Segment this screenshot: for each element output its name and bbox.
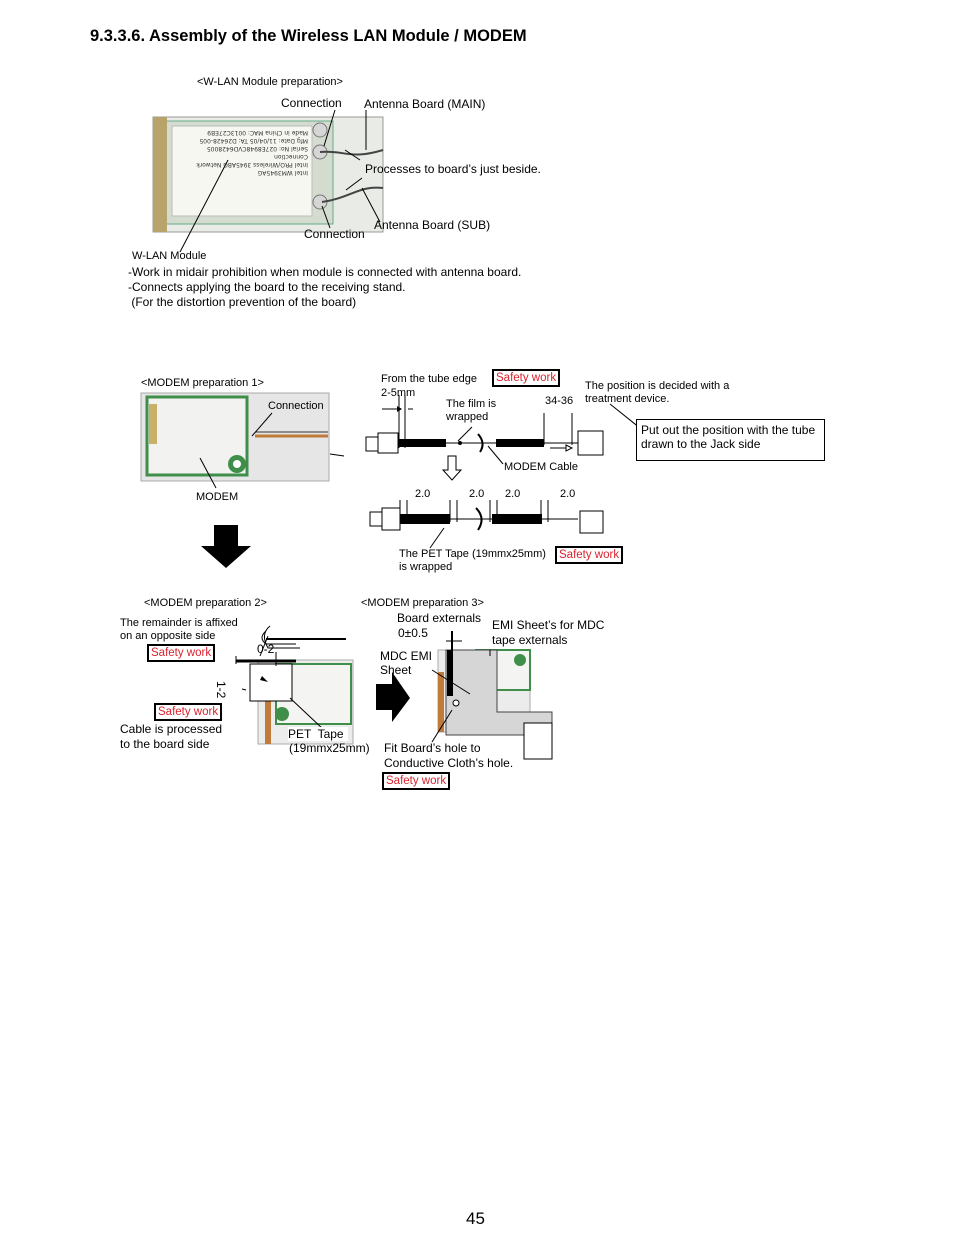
modem1-modem-cable: MODEM Cable xyxy=(504,461,578,473)
modem3-tolerance: 0±0.5 xyxy=(398,626,428,640)
page-number: 45 xyxy=(466,1209,485,1228)
wlan-note-1: -Work in midair prohibition when module … xyxy=(128,265,522,279)
modem2-remainder-2: on an opposite side xyxy=(120,630,216,642)
modem2-cable-processed-2: to the board side xyxy=(120,737,210,751)
modem1-modem-label: MODEM xyxy=(196,491,239,503)
modem3-mdc-emi-2: Sheet xyxy=(380,663,412,677)
wlan-module-photo xyxy=(152,116,384,233)
modem1-dim-c: 2.0 xyxy=(505,488,521,500)
modem1-pet-tape-2: is wrapped xyxy=(399,561,453,573)
wlan-card-line: Intel PRO/Wireless 3945ABG Network Conne… xyxy=(196,153,308,168)
safety-work-badge: Safety work xyxy=(492,369,561,387)
wlan-note-3: (For the distortion prevention of the bo… xyxy=(128,295,357,309)
modem2-dim-0-2: 0-2 xyxy=(257,642,275,656)
right-arrow xyxy=(376,672,410,722)
wlan-connection-top: Connection xyxy=(281,96,342,110)
modem1-heading: <MODEM preparation 1> xyxy=(141,377,264,389)
wlan-heading: <W-LAN Module preparation> xyxy=(197,76,343,88)
wlan-processes: Processes to board’s just beside. xyxy=(365,162,541,176)
modem1-dim-2-5: 2-5mm xyxy=(381,387,416,399)
wlan-connection-bottom: Connection xyxy=(304,227,365,241)
modem3-mdc-emi-1: MDC EMI xyxy=(380,649,432,663)
tube-diagram-1 xyxy=(365,395,641,465)
modem1-from-tube-edge: From the tube edge xyxy=(381,373,478,385)
modem2-heading: <MODEM preparation 2> xyxy=(144,597,267,609)
tube-diagram-2 xyxy=(369,500,604,549)
wlan-antenna-main: Antenna Board (MAIN) xyxy=(364,97,486,111)
modem-photo xyxy=(140,392,330,482)
modem3-emi-sheet-2: tape externals xyxy=(492,633,568,647)
modem1-connection: Connection xyxy=(268,400,324,412)
modem3-heading: <MODEM preparation 3> xyxy=(361,597,484,609)
modem1-film-wrapped-2: wrapped xyxy=(446,411,489,423)
modem3-fit-hole-1: Fit Board’s hole to xyxy=(384,741,481,755)
safety-work-badge: Safety work xyxy=(147,644,216,662)
wlan-note-2: -Connects applying the board to the rece… xyxy=(128,280,406,294)
modem3-emi-sheet-1: EMI Sheet’s for MDC xyxy=(492,618,605,632)
wlan-card-line: Intel WM3945AG xyxy=(257,169,308,176)
section-title: 9.3.3.6. Assembly of the Wireless LAN Mo… xyxy=(90,27,527,45)
modem1-pet-tape-1: The PET Tape (19mmx25mm) xyxy=(399,548,546,560)
wlan-card-line: Made in China MAC: 0013C27EB9 xyxy=(207,129,308,136)
put-out-position-box: Put out the position with the tube drawn… xyxy=(636,419,825,461)
modem1-dim-a: 2.0 xyxy=(415,488,431,500)
wlan-antenna-sub: Antenna Board (SUB) xyxy=(374,218,491,232)
modem3-board-externals: Board externals xyxy=(397,611,482,625)
modem1-dim-34-36: 34-36 xyxy=(545,395,574,407)
modem2-pet-tape-1: PET Tape xyxy=(288,727,348,742)
wlan-module-label: W-LAN Module xyxy=(132,250,207,262)
modem2-cable-processed-1: Cable is processed xyxy=(120,722,223,736)
modem1-position-note-2: treatment device. xyxy=(585,393,670,405)
wlan-card-line: Mfg Date: 11/04/05 TA: D26428-005 xyxy=(199,137,308,144)
modem1-position-note-1: The position is decided with a xyxy=(585,380,730,392)
modem1-dim-b: 2.0 xyxy=(469,488,485,500)
modem2-pet-tape-2: (19mmx25mm) xyxy=(289,741,370,755)
wlan-card-label: Intel WM3945AG Intel PRO/Wireless 3945AB… xyxy=(176,128,308,176)
modem1-film-wrapped-1: The film is xyxy=(446,398,497,410)
safety-work-badge: Safety work xyxy=(154,703,223,721)
safety-work-badge: Safety work xyxy=(555,546,624,564)
modem3-fit-hole-2: Conductive Cloth’s hole. xyxy=(384,756,514,770)
modem1-dim-d: 2.0 xyxy=(560,488,576,500)
put-out-line-2: drawn to the Jack side xyxy=(641,437,761,452)
modem2-dim-1-2: 1-2 xyxy=(214,681,228,699)
down-arrow xyxy=(201,525,251,568)
modem2-remainder-1: The remainder is affixed xyxy=(120,617,238,629)
modem-prep3-photo xyxy=(431,631,553,760)
put-out-line-1: Put out the position with the tube xyxy=(641,423,816,437)
safety-work-badge: Safety work xyxy=(382,772,451,790)
wlan-card-line: Serial No: 027E8948CVD6428005 xyxy=(206,145,308,152)
